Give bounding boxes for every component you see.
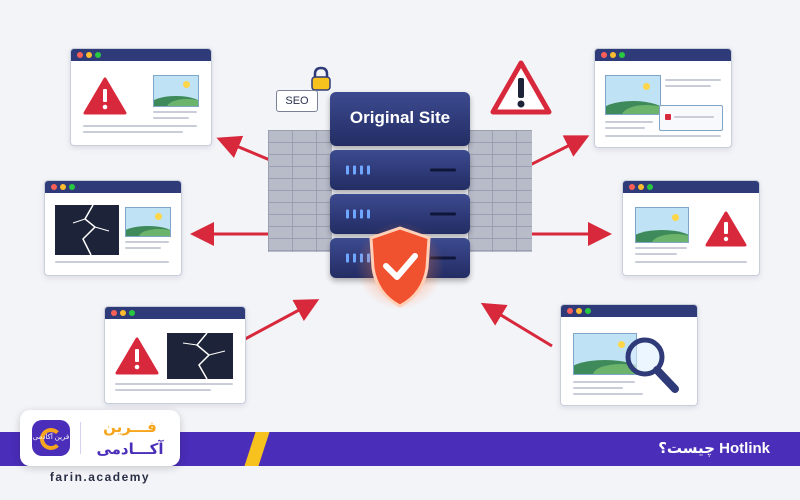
logo-line-2: آکـــادمی: [96, 441, 164, 458]
padlock-icon: [311, 66, 331, 91]
magnifier-icon: [625, 337, 679, 393]
landscape-image-icon: [605, 75, 661, 115]
broken-image-icon: [167, 333, 233, 379]
page-title: Hotlink چیست؟: [658, 440, 770, 457]
brand-domain: farin.academy: [49, 470, 151, 484]
server-unit-1: [330, 150, 470, 190]
warning-icon: [83, 77, 127, 115]
error-dialog: [659, 105, 723, 131]
logo-mini-text: فرین آکادمی: [32, 434, 70, 441]
logo-mark-icon: [32, 420, 70, 456]
shield-check-icon: [356, 222, 444, 310]
brand-logo: فرین آکادمی فـــرین آکـــادمی: [20, 410, 180, 466]
server-label: Original Site: [349, 108, 451, 127]
landscape-image-icon: [635, 207, 689, 243]
firewall-left: [268, 130, 332, 252]
landscape-image-icon: [153, 75, 199, 107]
warning-icon: [115, 337, 159, 375]
warning-icon: [705, 211, 747, 247]
browser-window-mid-left: [44, 180, 182, 276]
logo-line-1: فـــرین: [103, 419, 157, 436]
landscape-image-icon: [125, 207, 171, 237]
seo-tag: SEO: [276, 90, 318, 112]
browser-window-bottom-left: [104, 306, 246, 404]
server-top-plate: [330, 92, 470, 146]
arrow-bottom-right: [480, 302, 553, 348]
browser-window-mid-right: [622, 180, 760, 276]
warning-icon: [490, 60, 552, 115]
browser-window-top-right: [594, 48, 732, 148]
browser-window-bottom-right: [560, 304, 698, 406]
landscape-image-icon: [573, 333, 637, 375]
broken-image-icon: [55, 205, 119, 255]
firewall-right: [468, 130, 532, 252]
browser-window-top-left: [70, 48, 212, 146]
